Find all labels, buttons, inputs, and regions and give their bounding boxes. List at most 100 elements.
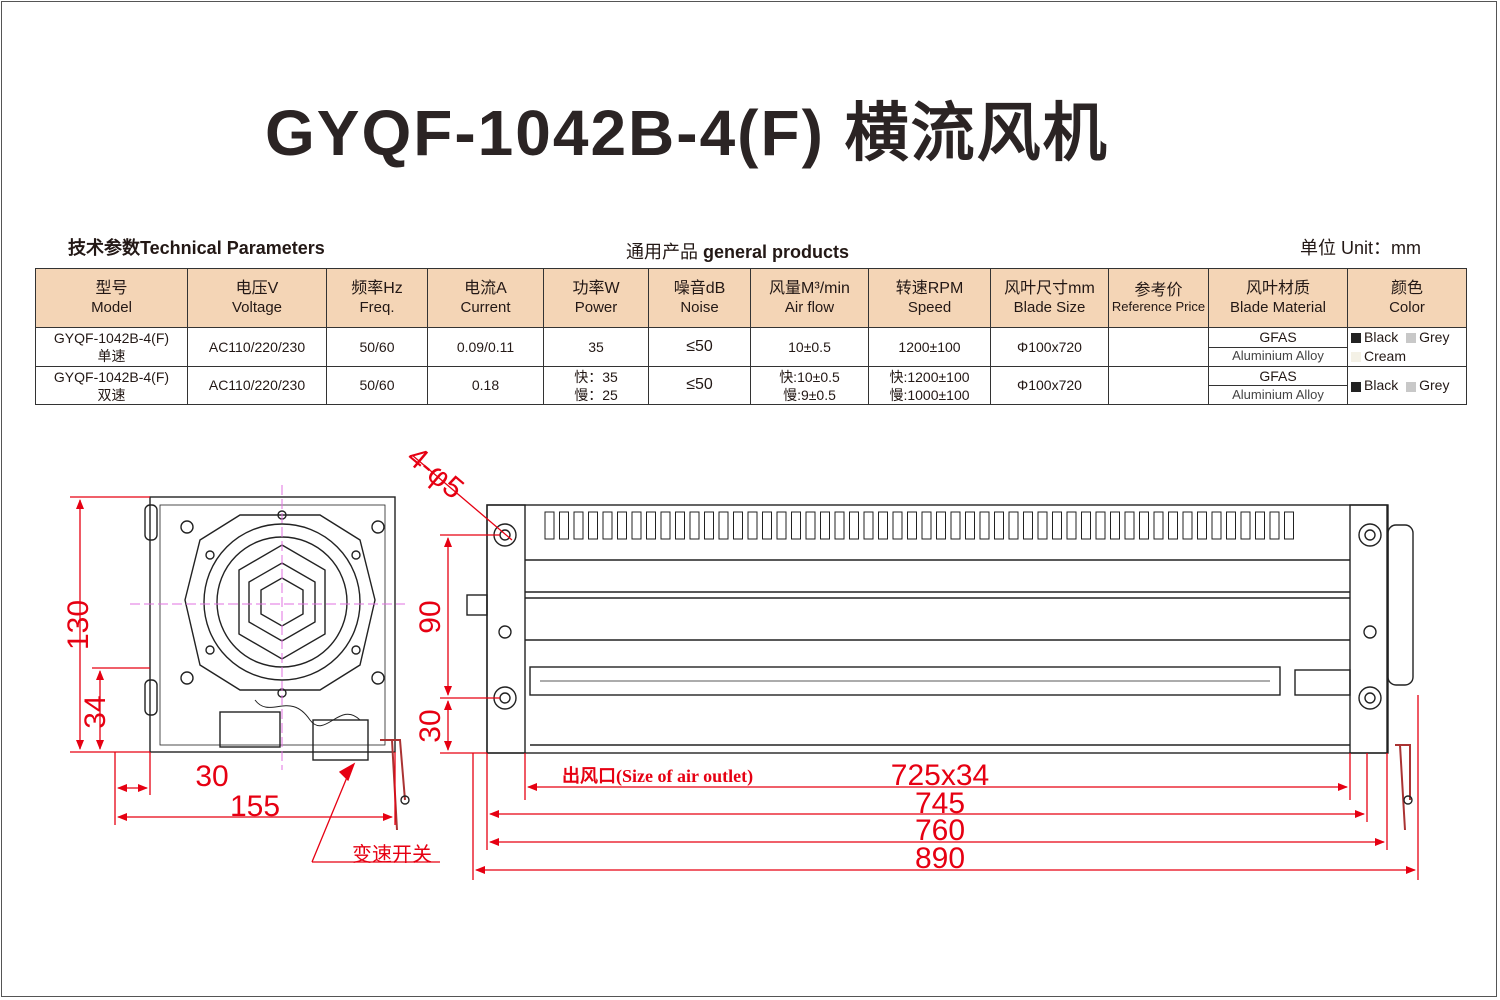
side-centerlines — [130, 485, 405, 770]
cell-color: Black Grey Cream — [1347, 327, 1467, 367]
dim-30-left-label: 30 — [195, 760, 228, 793]
dim-130-label: 130 — [62, 600, 95, 650]
grille-slot — [849, 511, 859, 540]
grille-slot — [1110, 511, 1120, 540]
cell-voltage: AC110/220/230 — [187, 366, 327, 405]
grille-slot — [979, 511, 990, 540]
grille-slot — [602, 511, 613, 540]
mount-hole-icon — [1358, 686, 1382, 710]
swatch-cream-icon — [1351, 352, 1361, 363]
grille-slot — [689, 511, 700, 540]
grille-slot — [907, 511, 917, 540]
grille-slot — [704, 511, 714, 540]
grille-slot — [544, 511, 555, 540]
page-title: GYQF-1042B-4(F) 横流风机 — [265, 97, 1109, 169]
grille-slot — [1255, 511, 1265, 540]
dim-90-label: 90 — [414, 600, 447, 633]
grille-slot — [1240, 511, 1251, 540]
grille-slot — [863, 511, 874, 540]
grille-slot — [588, 511, 598, 540]
grille-slot — [892, 511, 903, 540]
grille-slot — [1182, 511, 1193, 540]
cell-price — [1108, 366, 1209, 405]
grille-slot — [1081, 511, 1091, 540]
speed-switch — [312, 719, 369, 761]
grille-slot — [646, 511, 656, 540]
grille-slot — [1211, 511, 1222, 540]
grille-slot — [1124, 511, 1135, 540]
grille-slot — [559, 511, 569, 540]
side-view — [144, 496, 410, 831]
cell-speed: 1200±100 — [868, 327, 991, 367]
cell-noise: ≤50 — [648, 327, 751, 367]
grille-slot — [675, 511, 685, 540]
dim-725-label: 725x34 — [891, 759, 989, 792]
grille-slot — [1168, 511, 1178, 540]
cell-airflow: 10±0.5 — [750, 327, 869, 367]
grille-slot — [1269, 511, 1280, 540]
cell-voltage: AC110/220/230 — [187, 327, 327, 367]
front-right-bracket — [1349, 504, 1389, 754]
motor-end-cap — [1387, 524, 1414, 686]
grille-slot — [805, 511, 816, 540]
swatch-grey-icon — [1406, 333, 1417, 344]
swatch-black-icon — [1351, 381, 1361, 392]
cell-model: GYQF-1042B-4(F)双速 — [35, 366, 188, 405]
mount-hole-icon — [1358, 523, 1382, 547]
grille-slot — [660, 511, 671, 540]
grille-slot — [733, 511, 743, 540]
grille-slot — [950, 511, 961, 540]
grille-slot — [1052, 511, 1062, 540]
air-outlet — [529, 666, 1281, 696]
front-dimensions — [411, 454, 1419, 880]
grille-slot — [994, 511, 1004, 540]
front-view — [466, 504, 1414, 831]
section-tech-params-en: Technical Parameters — [140, 238, 325, 258]
grille-slot — [1037, 511, 1048, 540]
grille-slot — [1095, 511, 1106, 540]
grille-slot — [573, 511, 584, 540]
grille-slot — [1226, 511, 1236, 540]
dim-34-label: 34 — [79, 695, 112, 728]
section-general-cn: 通用产品 — [626, 242, 698, 262]
switch-leader — [311, 769, 351, 863]
swatch-black-icon — [1351, 333, 1361, 344]
grille-slot — [791, 511, 801, 540]
grille-slot — [1284, 511, 1294, 540]
grille-slot — [1139, 511, 1149, 540]
section-general-en: general products — [703, 242, 850, 262]
grille-slot — [1153, 511, 1164, 540]
side-housing — [149, 496, 396, 753]
table-row: GYQF-1042B-4(F)单速 AC110/220/230 50/60 0.… — [35, 327, 1467, 367]
grille-slot — [776, 511, 787, 540]
grille-slot — [1023, 511, 1033, 540]
dim-760-label: 760 — [915, 814, 965, 847]
side-motor-outer — [203, 523, 361, 681]
dim-745-label: 745 — [915, 787, 965, 820]
cell-freq: 50/60 — [326, 327, 428, 367]
speed-switch-label: 变速开关 — [352, 843, 432, 866]
grille-slot — [1066, 511, 1077, 540]
cell-color: Black Grey — [1347, 366, 1467, 405]
grille-slot — [617, 511, 627, 540]
grille-slot — [747, 511, 758, 540]
hole-leader — [411, 454, 513, 541]
cell-current: 0.09/0.11 — [427, 327, 544, 367]
front-vent-grille — [544, 511, 1294, 540]
side-dimensions — [70, 496, 440, 863]
grille-slot — [1197, 511, 1207, 540]
grille-slot — [834, 511, 845, 540]
cell-power: 35 — [543, 327, 649, 367]
grille-slot — [631, 511, 642, 540]
